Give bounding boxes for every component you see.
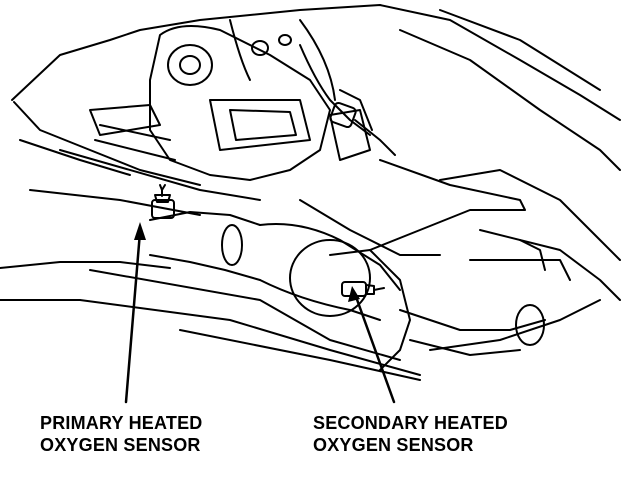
secondary-arrowhead	[348, 286, 360, 302]
primary-sensor-label: PRIMARY HEATED OXYGEN SENSOR	[40, 412, 202, 456]
secondary-label-line-2: OXYGEN SENSOR	[313, 435, 474, 455]
secondary-leader-line	[353, 292, 396, 404]
secondary-label-line-1: SECONDARY HEATED	[313, 413, 508, 433]
heat-shield	[29, 104, 261, 216]
frame-crossmember	[299, 159, 621, 301]
primary-label-line-1: PRIMARY HEATED	[40, 413, 203, 433]
secondary-sensor	[341, 281, 385, 297]
primary-arrowhead	[134, 222, 146, 240]
engine-housing	[149, 19, 373, 181]
primary-leader-line	[124, 230, 142, 404]
leader-lines	[124, 230, 396, 404]
lower-rails	[0, 261, 601, 381]
engine-sensor	[299, 44, 396, 156]
underbody-frame	[11, 4, 621, 186]
primary-sensor	[151, 184, 175, 219]
primary-label-line-2: OXYGEN SENSOR	[40, 435, 201, 455]
secondary-sensor-label: SECONDARY HEATED OXYGEN SENSOR	[313, 412, 508, 456]
leader-arrowheads	[134, 222, 360, 302]
exhaust-pipe	[79, 211, 546, 376]
